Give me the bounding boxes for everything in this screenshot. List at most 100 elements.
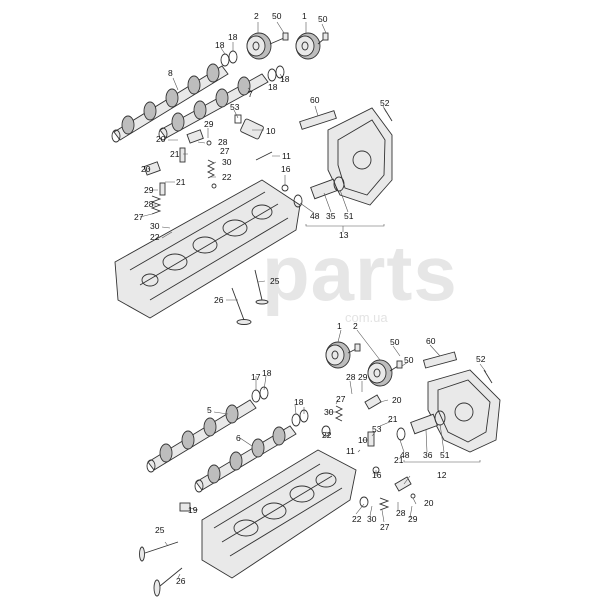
valve-25-bottom xyxy=(139,541,179,562)
seal-18-b xyxy=(228,50,238,64)
camshaft-6-bottom xyxy=(194,425,297,493)
valve-26-top xyxy=(231,287,252,325)
callout-t13: 13 xyxy=(339,230,349,240)
callout-t27: 27 xyxy=(220,146,230,156)
callout-b30b: 30 xyxy=(367,514,377,524)
callout-t29: 29 xyxy=(204,119,214,129)
bolt-52-bottom xyxy=(483,369,493,384)
callout-b48: 48 xyxy=(400,450,410,460)
watermark-sub: com.ua xyxy=(345,310,388,325)
valve-gear-bottom xyxy=(321,394,416,511)
camshaft-adjuster-2-bottom xyxy=(367,359,393,387)
seal-set-12-bottom xyxy=(396,410,446,441)
callout-b27: 27 xyxy=(336,394,346,404)
seal-18-a xyxy=(220,53,230,67)
camshaft-8-top xyxy=(111,63,229,143)
callout-t22b: 22 xyxy=(150,232,160,242)
camshaft-5-bottom xyxy=(146,399,257,473)
callout-b21a: 21 xyxy=(388,414,398,424)
top-assembly xyxy=(111,32,393,325)
cover-60-bottom xyxy=(422,351,458,369)
callout-t20b: 20 xyxy=(141,164,151,174)
seal-18-bottom-b xyxy=(259,386,269,400)
callout-t25: 25 xyxy=(270,276,280,286)
callout-t8: 8 xyxy=(168,68,173,78)
callout-t35: 35 xyxy=(326,211,336,221)
callout-t11: 11 xyxy=(282,151,291,161)
callout-t50a: 50 xyxy=(272,11,282,21)
callout-t18d: 18 xyxy=(268,82,278,92)
solenoid-valve-10-top xyxy=(234,114,264,140)
callout-b50b: 50 xyxy=(404,355,414,365)
seal-18-bottom-c xyxy=(291,413,301,427)
callout-b29: 29 xyxy=(358,372,368,382)
callout-b25: 25 xyxy=(155,525,165,535)
callout-t30b: 30 xyxy=(150,221,160,231)
callout-t50b: 50 xyxy=(318,14,328,24)
callout-b51: 51 xyxy=(440,450,450,460)
callout-b52: 52 xyxy=(476,354,486,364)
bracket-13-top xyxy=(305,224,385,227)
callout-b22b: 22 xyxy=(352,514,362,524)
callout-b36: 36 xyxy=(423,450,433,460)
callout-b17: 17 xyxy=(251,372,261,382)
callout-t1: 1 xyxy=(302,11,307,21)
callout-b30: 30 xyxy=(324,407,334,417)
callout-t2: 2 xyxy=(254,11,259,21)
callout-t51: 51 xyxy=(344,211,354,221)
callout-b22: 22 xyxy=(322,430,332,440)
callout-b19: 19 xyxy=(188,505,198,515)
callout-t16: 16 xyxy=(281,164,291,174)
valve-26-bottom xyxy=(153,567,183,597)
seal-18-d xyxy=(275,65,285,79)
camshaft-7-top xyxy=(158,73,269,141)
cylinder-head-bottom xyxy=(201,449,357,579)
camshaft-adjuster-1-top xyxy=(295,32,321,60)
callout-t28: 28 xyxy=(218,137,228,147)
callout-b18b: 18 xyxy=(294,397,304,407)
plug-19-bottom xyxy=(179,502,191,512)
camshaft-adjuster-1-bottom xyxy=(325,341,351,369)
callout-b29b: 29 xyxy=(408,514,418,524)
pin-11-top xyxy=(255,151,273,161)
callout-t7: 7 xyxy=(248,89,253,99)
callout-b20a: 20 xyxy=(392,395,402,405)
callout-b21b: 21 xyxy=(394,455,404,465)
callout-b2: 2 xyxy=(353,321,358,331)
callout-b20b: 20 xyxy=(424,498,434,508)
bracket-12-bottom xyxy=(403,460,481,463)
cover-60-top xyxy=(299,110,337,130)
callout-t10: 10 xyxy=(266,126,276,136)
callout-b18a: 18 xyxy=(262,368,272,378)
watermark: parts com.ua xyxy=(262,229,458,325)
callout-t27b: 27 xyxy=(134,212,144,222)
seal-18-c xyxy=(267,68,277,82)
callout-t20a: 20 xyxy=(156,134,166,144)
callout-b28: 28 xyxy=(346,372,356,382)
callout-b11: 11 xyxy=(346,446,355,456)
callout-b27b: 27 xyxy=(380,522,390,532)
callout-t22: 22 xyxy=(222,172,232,182)
callout-t60: 60 xyxy=(310,95,320,105)
valve-gear-top xyxy=(143,129,217,215)
bolt-50-bottom-b xyxy=(389,360,403,372)
callout-t21b: 21 xyxy=(176,177,186,187)
callout-t48: 48 xyxy=(310,211,320,221)
callout-t28b: 28 xyxy=(144,199,154,209)
callout-b6: 6 xyxy=(236,433,241,443)
callout-b60: 60 xyxy=(426,336,436,346)
callout-b1: 1 xyxy=(337,321,342,331)
callout-b16: 16 xyxy=(372,470,382,480)
callout-t18c: 18 xyxy=(280,74,290,84)
callout-b26: 26 xyxy=(176,576,186,586)
callout-b12: 12 xyxy=(437,470,447,480)
valve-25-top xyxy=(254,269,269,305)
callout-b50a: 50 xyxy=(390,337,400,347)
bolt-50-bottom-a xyxy=(347,343,361,354)
callout-b28b: 28 xyxy=(396,508,406,518)
watermark-main: parts xyxy=(262,229,458,317)
